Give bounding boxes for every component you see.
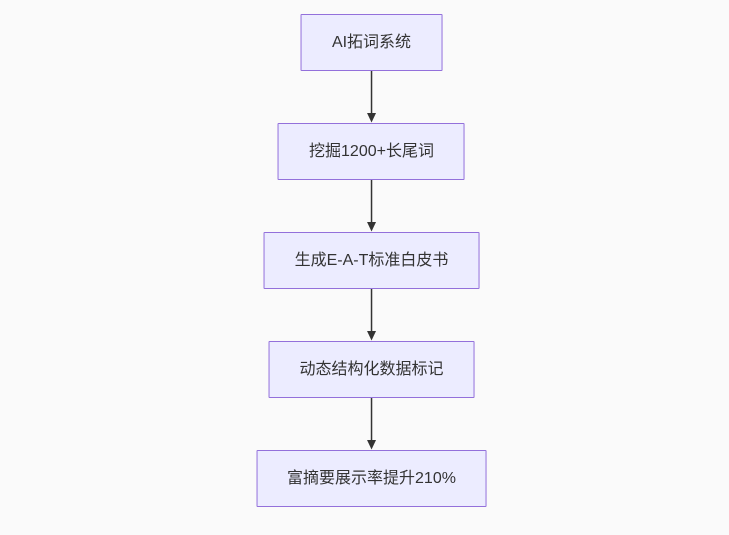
flow-node-step-2: 挖掘1200+长尾词 [278, 123, 465, 180]
flow-step: 挖掘1200+长尾词 [278, 123, 465, 232]
arrow-down-icon [366, 180, 376, 232]
flow-node-step-4: 动态结构化数据标记 [268, 341, 475, 398]
flow-step: 动态结构化数据标记 [268, 341, 475, 450]
flow-node-label: 富摘要展示率提升210% [287, 469, 456, 487]
arrow-down-icon [367, 289, 376, 341]
flow-node-label: AI拓词系统 [331, 33, 412, 51]
arrow-down-icon [366, 398, 376, 450]
flow-node-step-5: 富摘要展示率提升210% [256, 450, 487, 507]
arrow-down-icon [367, 71, 376, 123]
flow-node-label: 动态结构化数据标记 [299, 360, 444, 378]
flow-node-label: 生成E-A-T标准白皮书 [294, 251, 449, 269]
flow-step: AI拓词系统 [300, 14, 443, 123]
flow-node-step-1: AI拓词系统 [300, 14, 443, 71]
flow-step: 生成E-A-T标准白皮书 [263, 232, 480, 341]
flow-node-step-3: 生成E-A-T标准白皮书 [263, 232, 480, 289]
flow-step: 富摘要展示率提升210% [256, 450, 487, 507]
flow-node-label: 挖掘1200+长尾词 [309, 142, 434, 160]
flowchart: AI拓词系统 挖掘1200+长尾词 生成E-A-T标准白皮书 动态结构化数据标记 [256, 14, 487, 507]
